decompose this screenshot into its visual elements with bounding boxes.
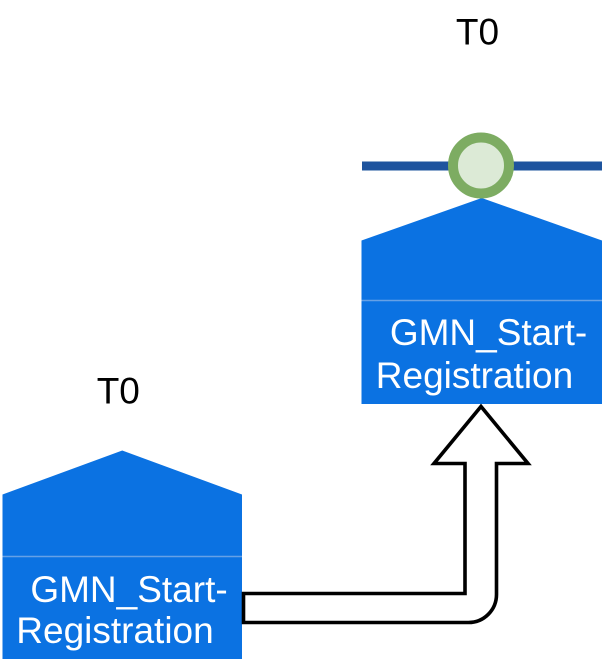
left-node-label-line1: GMN_Start- bbox=[30, 569, 227, 610]
right-time-label: T0 bbox=[456, 12, 499, 53]
left-event-group: T0 GMN_Start- Registration bbox=[2, 371, 243, 660]
left-node-shape[interactable] bbox=[2, 450, 243, 660]
timer-event-icon[interactable] bbox=[448, 132, 514, 199]
right-node-label-line1: GMN_Start- bbox=[390, 312, 587, 353]
left-time-label: T0 bbox=[97, 371, 140, 412]
bent-arrow-connector[interactable] bbox=[241, 403, 532, 625]
left-node-label-line2: Registration bbox=[16, 610, 213, 651]
right-node-label-line2: Registration bbox=[376, 355, 573, 396]
right-event-group: T0 GMN_Start- Registration bbox=[361, 12, 602, 404]
